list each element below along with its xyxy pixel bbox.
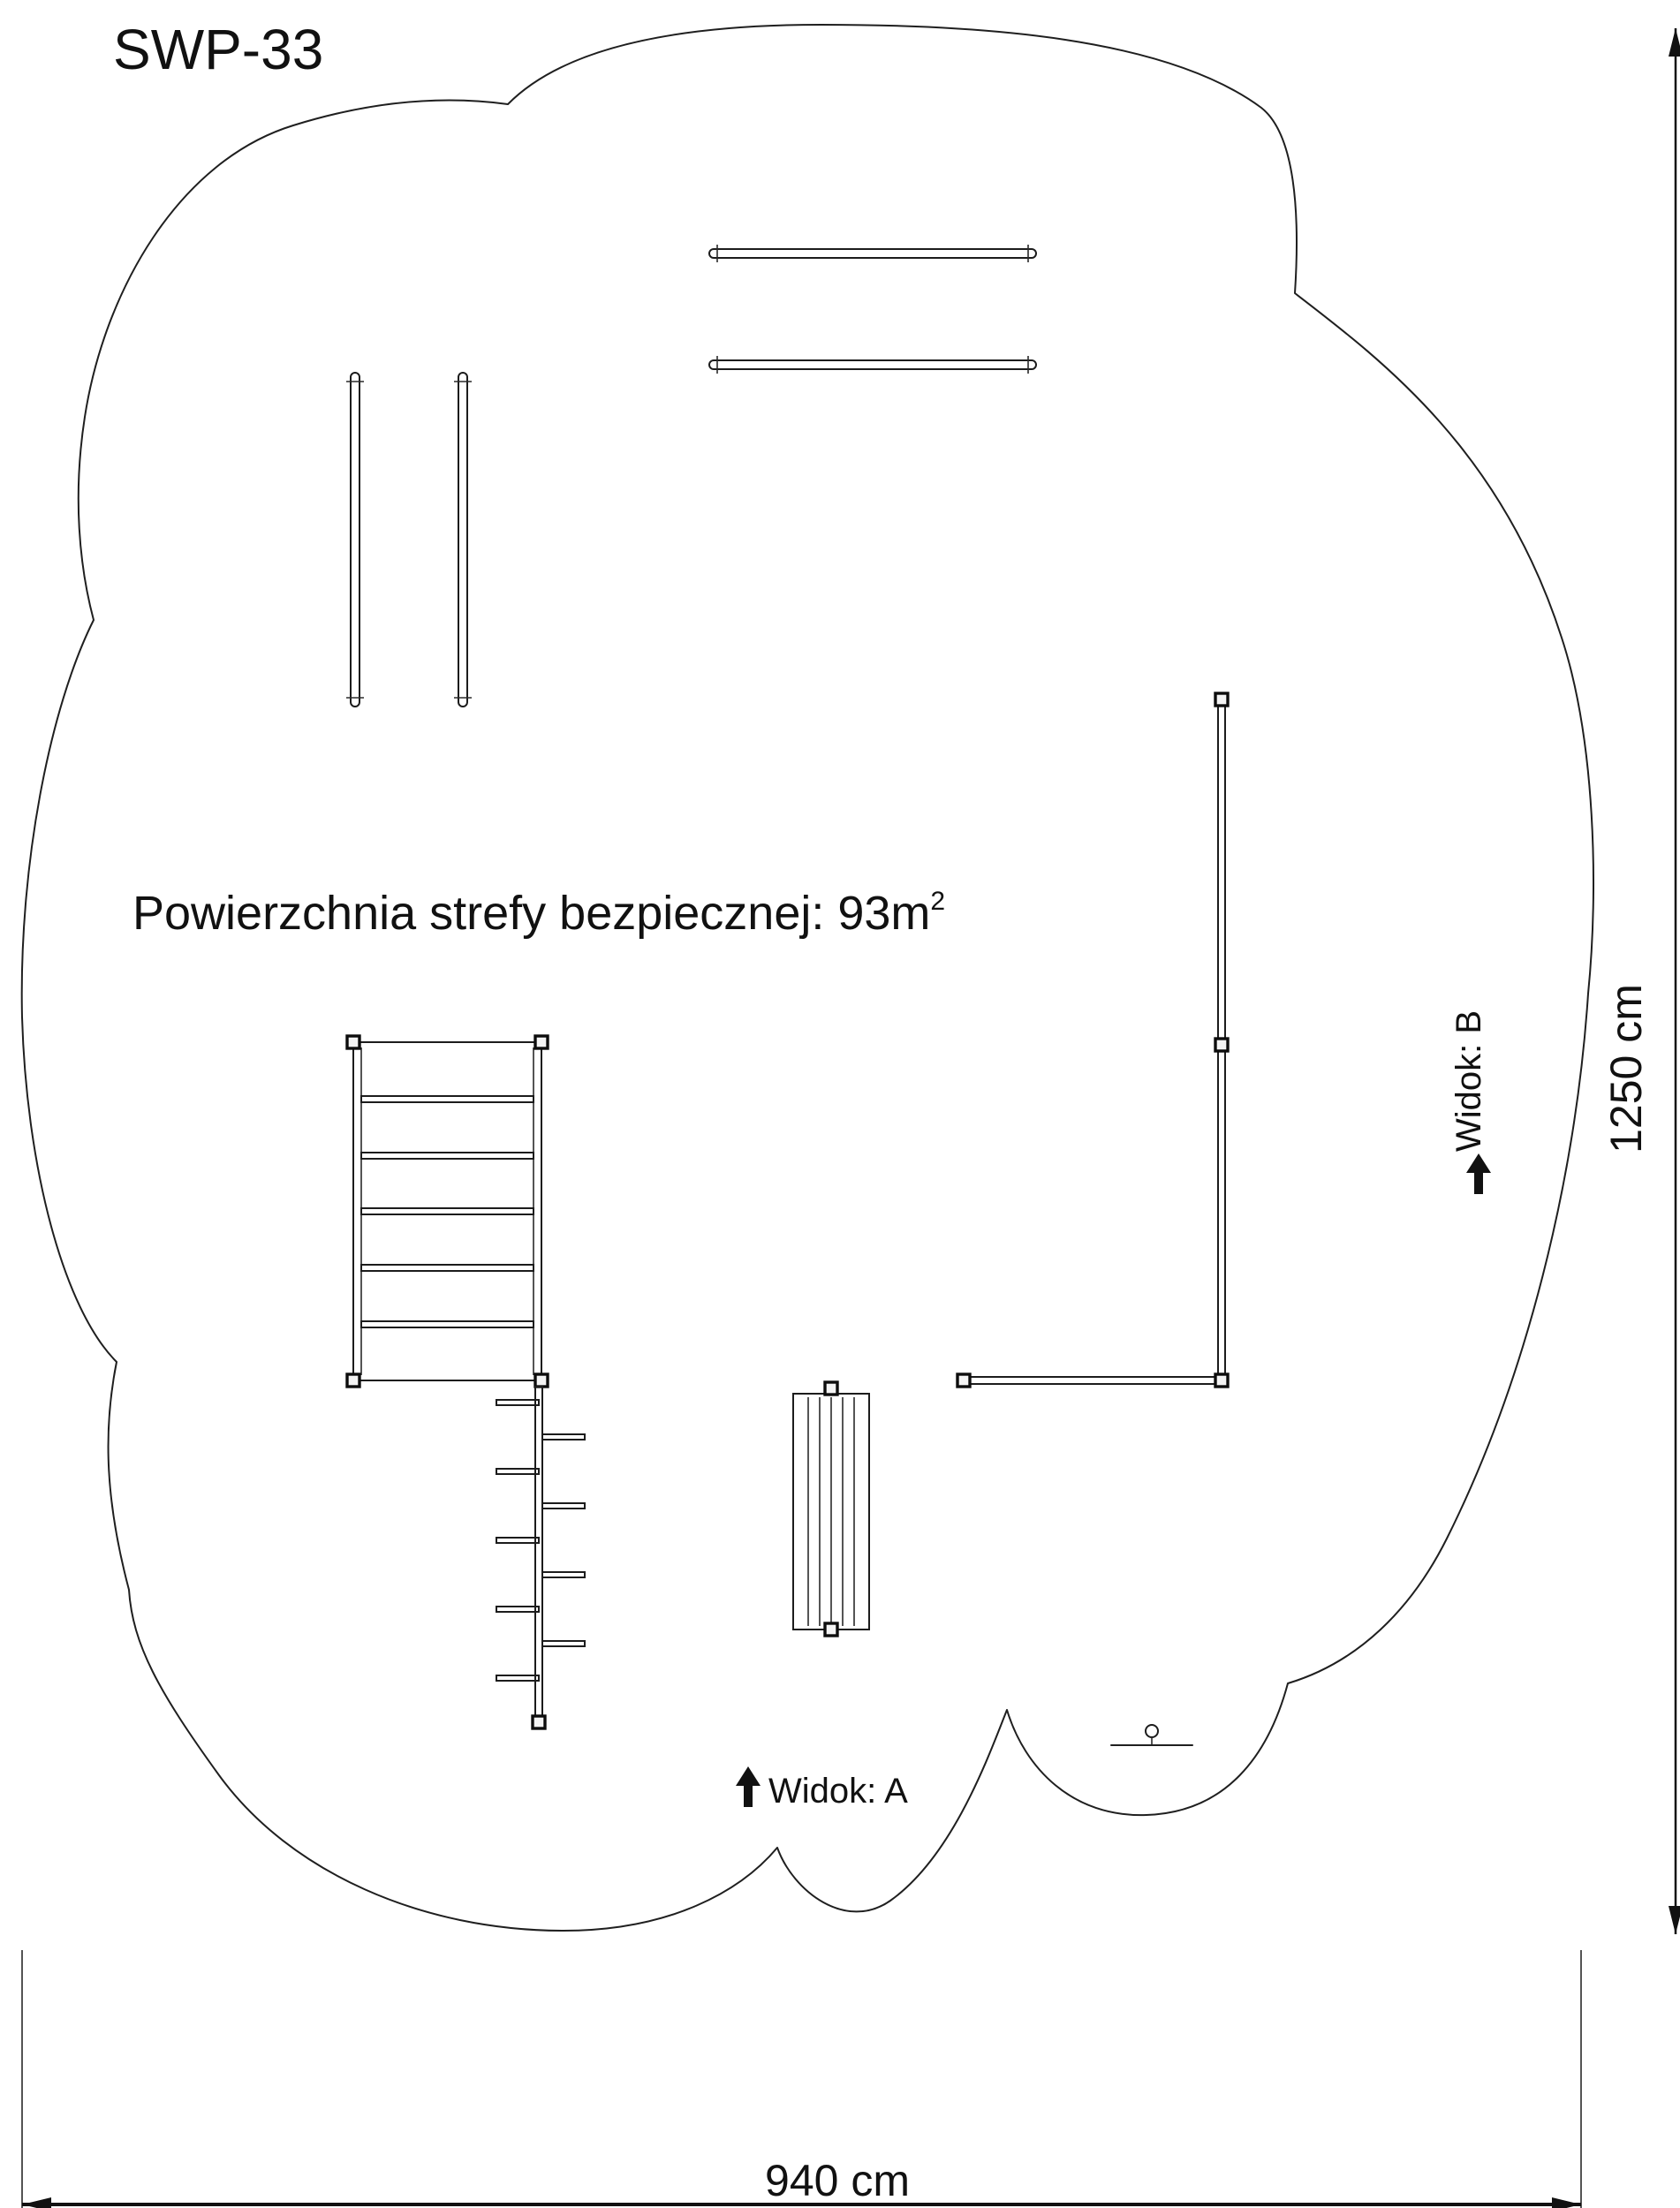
climber-step-left: [496, 1537, 540, 1544]
ladder-rung: [360, 1207, 534, 1215]
corner-post: [531, 1714, 547, 1730]
ladder-rung: [360, 1095, 534, 1103]
balance-beam-vertical-2: [454, 372, 472, 707]
view-b-up-arrow-icon: [1466, 1153, 1491, 1194]
slat-panel: [792, 1380, 870, 1637]
area-note: Powierzchnia strefy bezpiecznej: 93m2: [132, 887, 945, 940]
width-dimension: 940 cm: [21, 1950, 1582, 2208]
climber-step-right: [541, 1502, 586, 1509]
zigzag-step-climber: [496, 1386, 586, 1730]
climber-step-left: [496, 1606, 540, 1613]
horizontal-ladder: [345, 1034, 549, 1388]
climber-step-left: [496, 1399, 540, 1406]
ladder-frame: [352, 1041, 542, 1381]
climber-step-right: [541, 1640, 586, 1647]
view-a-up-arrow-icon: [736, 1766, 761, 1807]
dim-arrowhead-left: [22, 2197, 51, 2208]
spring-rocker-seat: [1145, 1724, 1159, 1738]
balance-beam-horizontal-2: [708, 356, 1037, 374]
corner-post: [1214, 692, 1230, 707]
page-title: SWP-33: [113, 18, 323, 81]
climber-step-right: [541, 1433, 586, 1440]
climber-step-left: [496, 1675, 540, 1682]
view-b-label: Widok: B: [1449, 1010, 1488, 1152]
climber-step-left: [496, 1468, 540, 1475]
corner-post: [345, 1372, 361, 1388]
corner-post: [823, 1380, 839, 1396]
height-dimension: 1250 cm: [1601, 28, 1680, 1934]
dim-arrowhead-bottom: [1669, 1906, 1680, 1934]
balance-beam-horizontal-1: [708, 245, 1037, 262]
dim-arrowhead-top: [1669, 28, 1680, 57]
beam-body: [350, 372, 360, 707]
dim-arrowhead-right: [1552, 2197, 1581, 2208]
area-note-superscript: 2: [930, 887, 945, 916]
beam-body: [708, 248, 1037, 259]
view-a-label: Widok: A: [768, 1772, 908, 1811]
beam-body: [458, 372, 468, 707]
corner-post: [534, 1034, 549, 1050]
spring-rocker: [1110, 1724, 1193, 1746]
dim-width-label: 940 cm: [765, 2156, 910, 2205]
climber-pole: [534, 1386, 543, 1718]
bar-horizontal: [966, 1376, 1219, 1385]
ladder-rung: [360, 1320, 534, 1328]
ladder-rung: [360, 1264, 534, 1272]
l-shaped-bars: [956, 692, 1230, 1388]
corner-post: [345, 1034, 361, 1050]
corner-post: [823, 1622, 839, 1637]
corner-post: [534, 1372, 549, 1388]
corner-post: [1214, 1037, 1230, 1053]
climber-step-right: [541, 1571, 586, 1578]
beam-body: [708, 359, 1037, 370]
safety-zone-outline: [20, 24, 1594, 1932]
ladder-rung: [360, 1152, 534, 1160]
balance-beam-vertical-1: [346, 372, 364, 707]
area-note-text: Powierzchnia strefy bezpiecznej: 93m: [132, 887, 930, 940]
corner-post: [956, 1372, 972, 1388]
view-b-label-group: Widok: B: [1449, 1010, 1491, 1194]
view-a-label-group: Widok: A: [736, 1766, 908, 1811]
dim-height-label: 1250 cm: [1601, 984, 1651, 1153]
corner-post: [1214, 1372, 1230, 1388]
